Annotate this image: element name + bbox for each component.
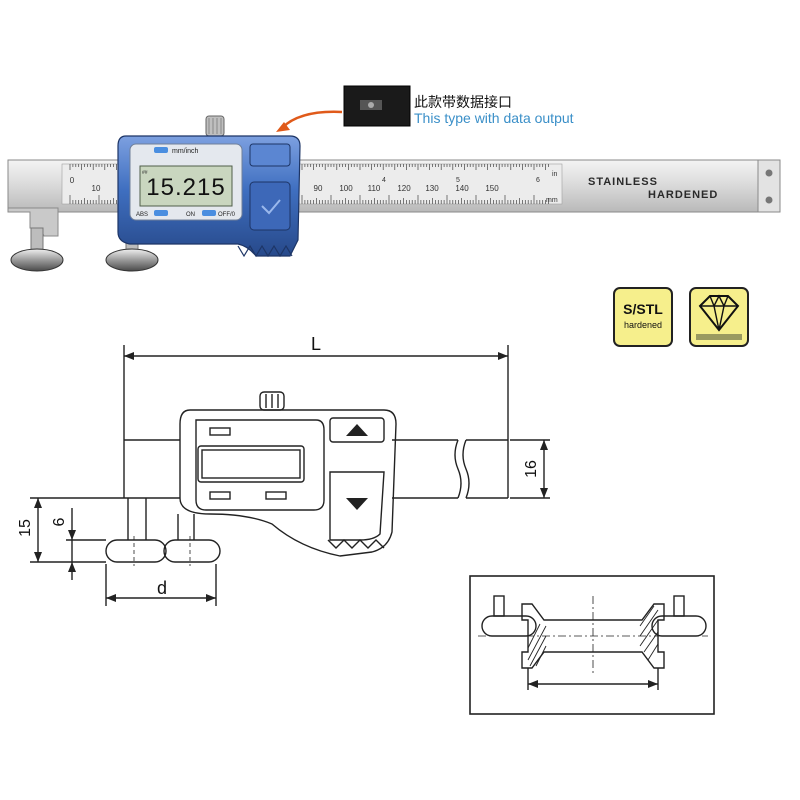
slider-foot	[105, 248, 159, 272]
application-inset	[469, 575, 715, 715]
hold-button-top[interactable]	[249, 143, 291, 167]
lcd-value: 15.215	[146, 174, 225, 201]
scale-number: 0	[70, 176, 75, 185]
scale-number: 120	[397, 184, 411, 193]
fixed-foot	[10, 248, 64, 272]
dim-15-label: 15	[17, 519, 34, 537]
lcd-display	[139, 165, 233, 207]
mode-indicator: ##	[142, 170, 148, 176]
hardened-badge	[689, 287, 749, 347]
data-port-photo	[343, 85, 411, 127]
screw-icon	[765, 196, 773, 204]
diamond-icon	[698, 295, 740, 332]
scale-number: 110	[368, 184, 381, 193]
off-zero-button[interactable]	[202, 210, 216, 216]
abs-label: ABS	[136, 212, 148, 218]
brand-hardened: HARDENED	[648, 189, 718, 201]
unit-toggle-button[interactable]	[154, 147, 168, 153]
dim-d-label: d	[157, 578, 167, 598]
hold-button[interactable]	[249, 181, 291, 231]
scale-number: 100	[339, 184, 353, 193]
scale-number: 150	[485, 184, 499, 193]
dim-L-label: L	[311, 334, 321, 354]
scale-number: 90	[314, 184, 323, 193]
unit-in-label: in	[552, 171, 558, 178]
scale-number: 10	[92, 184, 101, 193]
dim-16-label: 16	[523, 460, 540, 478]
screw-icon	[765, 169, 773, 177]
unit-mm-label: mm	[546, 197, 558, 204]
check-icon	[261, 199, 281, 215]
inch-number: 6	[536, 177, 540, 184]
stainless-badge: S/STL hardened	[613, 287, 673, 347]
on-label: ON	[186, 212, 195, 218]
scale-number: 130	[425, 184, 439, 193]
abs-button[interactable]	[154, 210, 168, 216]
dim-6-label: 6	[51, 517, 68, 526]
inch-number: 5	[456, 177, 460, 184]
stl-badge-line1: S/STL	[623, 301, 663, 317]
stl-badge-line2: hardened	[624, 320, 662, 330]
off-label: OFF/0	[218, 212, 236, 218]
thumb-wheel	[237, 244, 293, 258]
beam-end-plate	[757, 159, 781, 213]
unit-toggle-label: mm/inch	[172, 148, 199, 155]
data-output-label-cn: 此款带数据接口	[414, 94, 512, 110]
data-output-label-en: This type with data output	[414, 110, 574, 126]
scale-number: 140	[455, 184, 469, 193]
brand-stainless: STAINLESS	[588, 176, 658, 188]
inch-number: 4	[382, 177, 386, 184]
